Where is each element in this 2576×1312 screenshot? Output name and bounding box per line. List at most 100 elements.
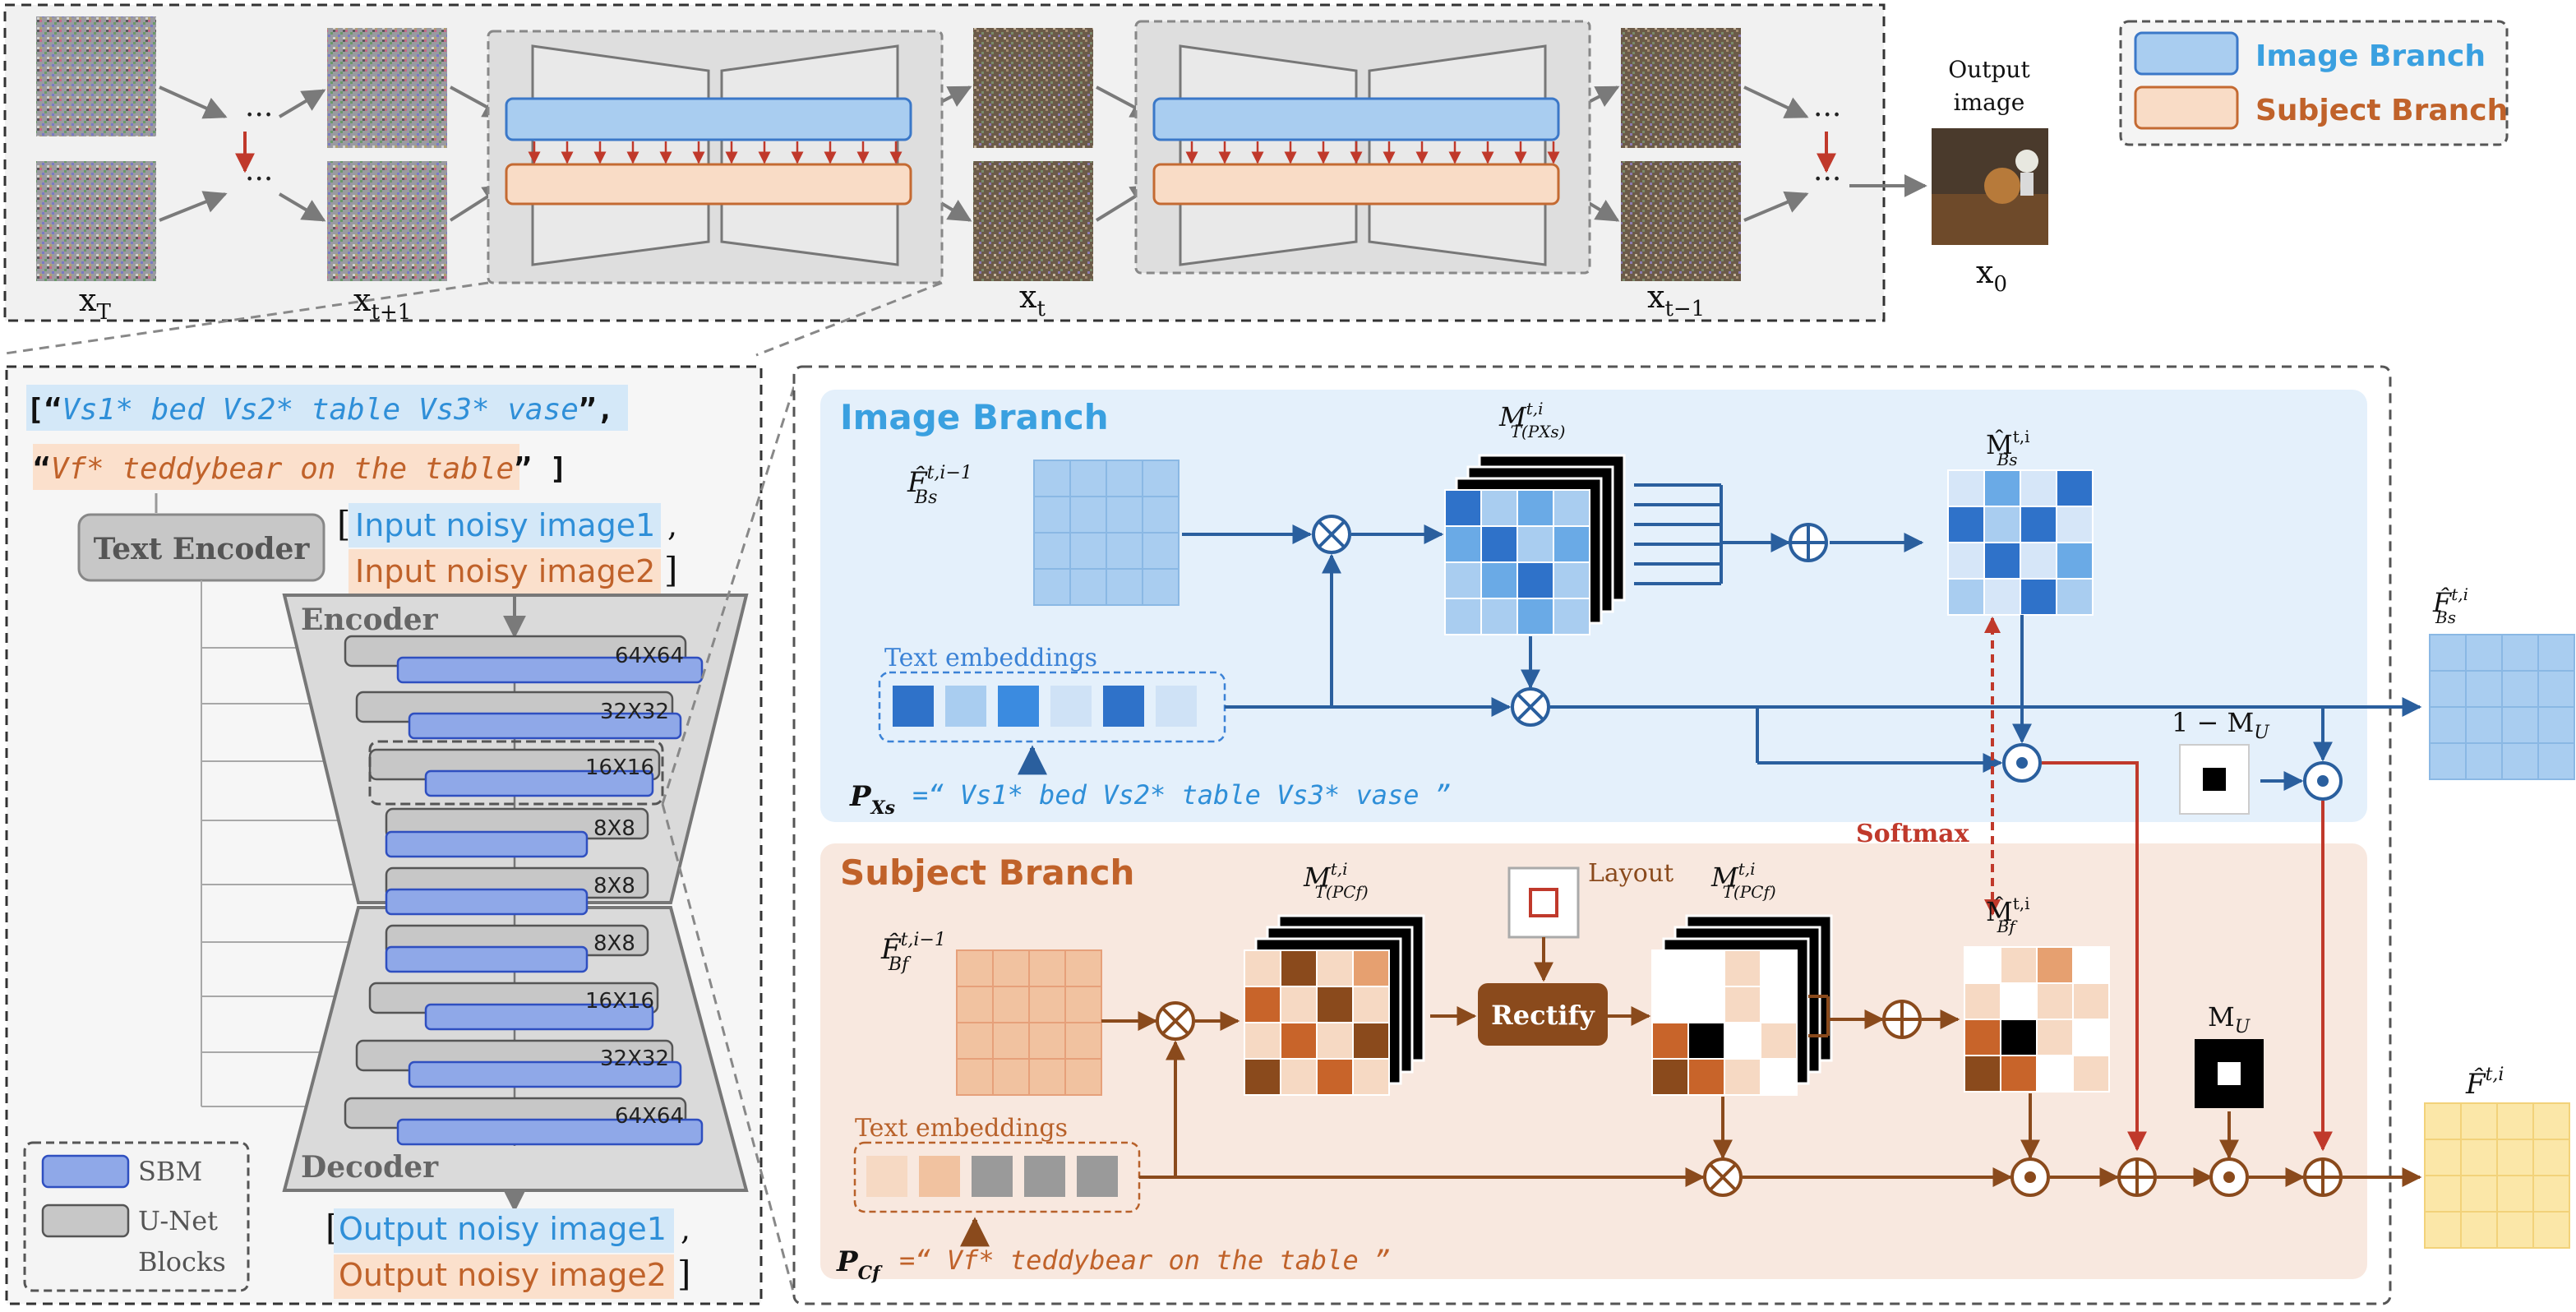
- subject-embedding-token: [1077, 1156, 1118, 1197]
- #d5d5d5-cell: [1760, 949, 1798, 987]
- #d5d5d5-cell: [1760, 986, 1798, 1023]
- input1-highlight: [349, 503, 661, 547]
- #9cc3ec-cell: [1480, 598, 1518, 635]
- image-mhat-cell: [1983, 578, 2021, 616]
- encoder-blocks: [344, 635, 704, 916]
- image-output-cell: [2501, 670, 2539, 708]
- #9cc3ec-cell: [1444, 525, 1482, 563]
- #d5d5d5-cell: [1280, 949, 1318, 987]
- image-mhat-cell: [2020, 578, 2057, 616]
- image-mhat-cell: [1983, 469, 2021, 507]
- label-xt1: xt+1: [353, 282, 411, 325]
- image-feature-cell: [1069, 568, 1107, 606]
- subject-embedding-token: [919, 1156, 960, 1197]
- noise-image-xtm1-2: [1621, 161, 1741, 281]
- #d5d5d5-cell: [1352, 986, 1390, 1023]
- subject-mhat-cell: [1964, 982, 2001, 1020]
- #d5d5d5-cell: [1244, 986, 1281, 1023]
- image-output-cell: [2465, 742, 2503, 780]
- subject-feature-cell: [1064, 986, 1102, 1023]
- prompt-line-2: “Vf* teddybear on the table” ]: [33, 452, 567, 486]
- subject-feature-grid: [956, 949, 1102, 1096]
- image-feature-cell: [1142, 496, 1180, 534]
- subject-attention-stack: [1244, 914, 1425, 1096]
- #d5d5d5-cell: [1244, 949, 1281, 987]
- subject-mhat-cell: [1964, 1019, 2001, 1056]
- subject-prompt-label: PCf: [836, 1245, 883, 1284]
- zoom-line-3: [661, 381, 797, 805]
- prompt-highlight-1: [26, 385, 628, 431]
- noise-image-xT-1: [36, 16, 156, 136]
- #9cc3ec-cell: [1553, 561, 1590, 599]
- image-output-cell: [2537, 634, 2575, 672]
- #9cc3ec-cell: [1480, 561, 1518, 599]
- zoom-line-2: [755, 281, 943, 357]
- #d5d5d5-cell: [1724, 1022, 1761, 1060]
- subject-mhat-cell: [1964, 946, 2001, 984]
- final-output-cell: [2424, 1102, 2462, 1140]
- image-ops: [1312, 515, 2343, 801]
- image-mhat-cell: [1947, 506, 1985, 543]
- #d5d5d5-cell: [1316, 1058, 1354, 1096]
- image-mhat-cell: [2020, 542, 2057, 580]
- final-output-cell: [2532, 1175, 2570, 1213]
- svg-text:Blocks: Blocks: [138, 1246, 226, 1277]
- enc-size-5: 8X8: [593, 874, 635, 899]
- image-embedding-token: [945, 686, 986, 727]
- input-comma: ,: [667, 507, 677, 543]
- dec-size-2: 16X16: [585, 989, 654, 1014]
- subject-embedding-token: [1024, 1156, 1065, 1197]
- #d5d5d5-cell: [1687, 949, 1725, 987]
- noise-image-xt1-1: [327, 28, 447, 148]
- image-prompt-label: PXs: [849, 780, 895, 819]
- final-output-cell: [2496, 1102, 2534, 1140]
- subject-mhat-cell: [1964, 1055, 2001, 1093]
- label-x0: x0: [1976, 254, 2007, 297]
- one-minus-mu-label: 1 − MU: [2172, 707, 2270, 743]
- label-xT: xT: [79, 282, 111, 325]
- dec-size-4: 64X64: [615, 1104, 684, 1129]
- image-feature-cell: [1142, 460, 1180, 497]
- #d5d5d5-cell: [1724, 1058, 1761, 1096]
- image-feature-cell: [1033, 568, 1071, 606]
- #d5d5d5-cell: [1651, 949, 1689, 987]
- ellipsis-2: ···: [245, 163, 273, 196]
- image-feature-cell: [1106, 496, 1143, 534]
- output-comma: ,: [681, 1211, 690, 1247]
- image-embedding-tokens: [893, 686, 1197, 727]
- image-text-embeddings-label: Text embeddings: [884, 644, 1097, 672]
- final-output-cell: [2496, 1139, 2534, 1176]
- #9cc3ec-cell: [1517, 561, 1554, 599]
- subject-feature-cell: [1064, 949, 1102, 987]
- final-output-cell: [2424, 1139, 2462, 1176]
- output-bracket-close: ]: [677, 1254, 690, 1294]
- subject-feature-cell: [1028, 1058, 1066, 1096]
- enc-size-1: 64X64: [615, 644, 684, 668]
- subject-embedding-token: [866, 1156, 907, 1197]
- subject-mhat-cell: [2036, 1055, 2074, 1093]
- svg-text:SBM: SBM: [138, 1156, 202, 1187]
- encoder-label: Encoder: [301, 603, 439, 637]
- subject-feature-cell: [992, 949, 1030, 987]
- #d5d5d5-cell: [1651, 1022, 1689, 1060]
- subject-feature-cell: [1064, 1022, 1102, 1060]
- final-output-cell: [2532, 1139, 2570, 1176]
- image-output-cell: [2537, 742, 2575, 780]
- image-output-cell: [2429, 634, 2467, 672]
- unet-block-2: [1134, 20, 1591, 275]
- subject-feature-cell: [1028, 949, 1066, 987]
- image-feature-cell: [1033, 496, 1071, 534]
- #d5d5d5-cell: [1316, 949, 1354, 987]
- final-output-cell: [2496, 1211, 2534, 1249]
- #9cc3ec-cell: [1553, 489, 1590, 527]
- image-mhat-cell: [1947, 578, 1985, 616]
- subject-mhat-cell: [2072, 1019, 2110, 1056]
- #d5d5d5-cell: [1687, 1022, 1725, 1060]
- subject-mhat-cell: [2072, 1055, 2110, 1093]
- rectify-box[interactable]: [1478, 983, 1608, 1046]
- label-xt: xt: [1019, 279, 1046, 321]
